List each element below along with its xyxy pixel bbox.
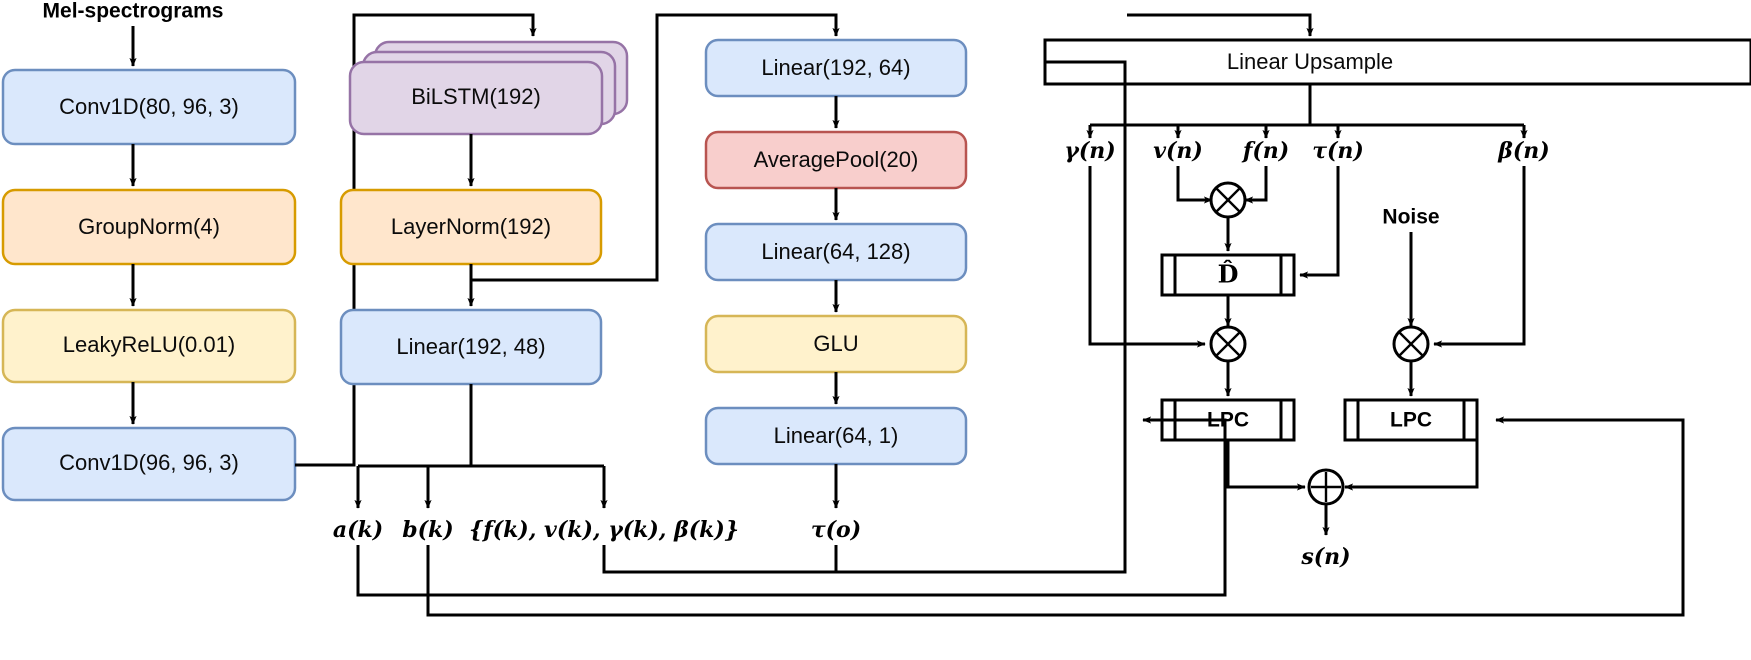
noise-label: Noise	[1382, 206, 1439, 229]
sample-param-v-n: v(n)	[1153, 138, 1203, 164]
edge-into-upsample	[1127, 13, 1314, 37]
node-d-hat: D̂	[1160, 253, 1296, 297]
output-label-s-n: s(n)	[1300, 544, 1350, 570]
node-label: BiLSTM(192)	[411, 84, 541, 109]
node-label: Linear(192, 64)	[761, 55, 910, 80]
edge-tau-to-dhat	[1299, 166, 1340, 279]
node-averagepool-20: AveragePool(20)	[704, 130, 968, 190]
node-leakyrelu-001: LeakyReLU(0.01)	[1, 308, 297, 384]
edge-layernorm-to-tau	[471, 13, 840, 282]
edge-bk-to-lpc-right	[426, 416, 1685, 617]
node-label: D̂	[1218, 260, 1239, 289]
frame-output-tau-o: τ(o)	[811, 517, 861, 543]
frame-output-b-k: b(k)	[402, 517, 453, 543]
node-label: Linear(64, 128)	[761, 239, 910, 264]
node-label: Linear(64, 1)	[774, 423, 899, 448]
node-bilstm-192: BiLSTM(192)	[348, 40, 629, 136]
edge-ak-to-lpc-left	[356, 416, 1227, 597]
page-title: Mel-spectrograms	[43, 0, 224, 23]
node-linear-64-128: Linear(64, 128)	[704, 222, 968, 282]
edge-f-to-mul	[1244, 166, 1268, 204]
node-lpc-right: LPC	[1343, 398, 1479, 442]
frame-output-a-k: a(k)	[333, 517, 383, 543]
node-label: LPC	[1390, 409, 1432, 432]
node-conv1d-96-96-3: Conv1D(96, 96, 3)	[1, 426, 297, 502]
node-glu: GLU	[704, 314, 968, 374]
edge-fvgb-to-upsample	[602, 60, 1127, 574]
node-linear-192-64: Linear(192, 64)	[704, 38, 968, 98]
node-label: Linear Upsample	[1227, 49, 1393, 74]
node-label: LeakyReLU(0.01)	[63, 332, 235, 357]
sample-param-f-n: f(n)	[1241, 138, 1289, 164]
tau-column: Linear(192, 64) AveragePool(20) Linear(6…	[704, 38, 968, 509]
sample-param-gamma-n: γ(n)	[1064, 138, 1115, 164]
sample-param-beta-n: β(n)	[1497, 138, 1549, 164]
recurrent-column: BiLSTM(192) LayerNorm(192) Linear(192, 4…	[339, 40, 629, 386]
node-label: GLU	[813, 331, 858, 356]
node-conv1d-80-96-3: Conv1D(80, 96, 3)	[1, 68, 297, 146]
edge-encoder-to-bilstm	[295, 13, 537, 467]
operator-sum-output	[1307, 468, 1345, 506]
sample-param-tau-n: τ(n)	[1312, 138, 1364, 164]
node-label: GroupNorm(4)	[78, 214, 220, 239]
upsample-fanout	[1086, 84, 1528, 139]
node-layernorm-192: LayerNorm(192)	[339, 188, 603, 266]
operator-mul-gamma	[1209, 325, 1247, 363]
operator-mul-vf	[1209, 181, 1247, 219]
node-groupnorm-4: GroupNorm(4)	[1, 188, 297, 266]
node-linear-upsample: Linear Upsample	[1043, 38, 1751, 86]
node-label: AveragePool(20)	[754, 147, 919, 172]
node-label: LayerNorm(192)	[391, 214, 551, 239]
node-linear-64-1: Linear(64, 1)	[704, 406, 968, 466]
edge-beta-to-mul	[1433, 166, 1526, 348]
node-label: Conv1D(96, 96, 3)	[59, 450, 239, 475]
node-linear-192-48: Linear(192, 48)	[339, 308, 603, 386]
node-label: LPC	[1207, 409, 1249, 432]
edge-lpcright-to-sum	[1344, 440, 1479, 491]
operator-mul-noise-beta	[1392, 325, 1430, 363]
frame-output-fvgb-k: {f(k), v(k), γ(k), β(k)}	[469, 517, 739, 543]
edge-lpcleft-to-sum	[1226, 440, 1306, 491]
node-label: Conv1D(80, 96, 3)	[59, 94, 239, 119]
edge-gamma-to-mul	[1088, 166, 1206, 348]
node-label: Linear(192, 48)	[396, 334, 545, 359]
edge-v-to-mul	[1176, 166, 1213, 204]
encoder-column: Conv1D(80, 96, 3) GroupNorm(4) LeakyReLU…	[1, 26, 297, 502]
frame-output-fanout	[354, 384, 608, 509]
